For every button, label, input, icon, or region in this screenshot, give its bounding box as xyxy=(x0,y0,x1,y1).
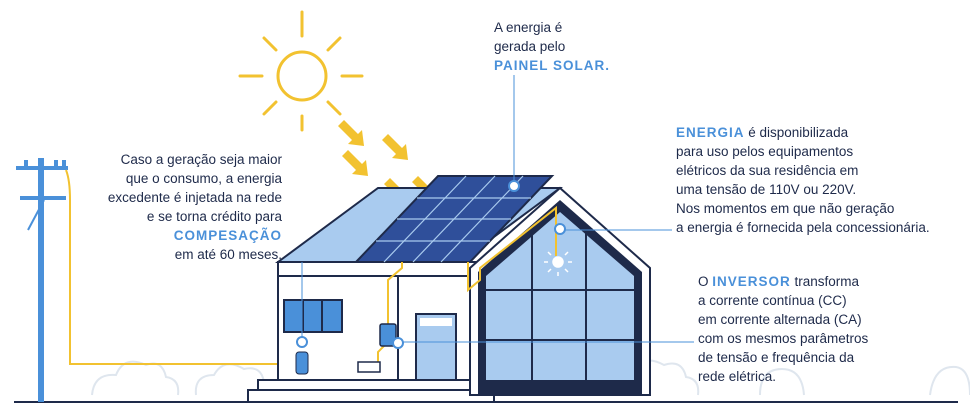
callout-line: e se torna crédito para xyxy=(146,209,282,224)
callout-line: elétricos da sua residência em xyxy=(676,163,859,178)
callout-inverter: O INVERSOR transforma a corrente contínu… xyxy=(698,272,868,386)
leader-lines xyxy=(301,75,694,346)
leader-dots xyxy=(296,180,566,349)
callout-line: a corrente contínua (CC) xyxy=(698,293,847,308)
callout-text: é disponibilizada xyxy=(744,125,849,140)
callout-line: a energia é fornecida pela concessionári… xyxy=(676,220,930,235)
callout-line: para uso pelos equipamentos xyxy=(676,144,854,159)
callout-credit: Caso a geração seja maior que o consumo,… xyxy=(80,150,282,264)
callout-line: O INVERSOR transforma xyxy=(698,272,868,291)
callout-line: gerada pelo xyxy=(494,39,566,54)
callout-line: que o consumo, a energia xyxy=(125,171,282,186)
callout-line: ENERGIA é disponibilizada xyxy=(676,123,930,142)
callout-line: excedente é injetada na rede xyxy=(107,190,282,205)
solar-panel-icon xyxy=(353,175,555,263)
meter-icon xyxy=(295,351,381,375)
callout-line: A energia é xyxy=(494,20,563,35)
grid-wire xyxy=(65,169,302,365)
inverter-icon xyxy=(379,323,397,347)
callout-line: rede elétrica. xyxy=(698,369,777,384)
callout-line: em até 60 meses. xyxy=(174,247,282,262)
callout-line: com os mesmos parâmetros xyxy=(698,331,869,346)
callout-highlight: PAINEL SOLAR. xyxy=(494,58,611,73)
callout-text: O xyxy=(698,274,713,289)
callout-line: uma tensão de 110V ou 220V. xyxy=(676,182,857,197)
callout-text: transforma xyxy=(790,274,860,289)
callout-highlight: INVERSOR xyxy=(712,274,791,289)
sun-icon xyxy=(238,10,364,132)
callout-energy: ENERGIA é disponibilizada para uso pelos… xyxy=(676,123,930,237)
callout-line: de tensão e frequência da xyxy=(698,350,855,365)
callout-line: Nos momentos em que não geração xyxy=(676,201,895,216)
callout-line: Caso a geração seja maior xyxy=(120,152,282,167)
utility-pole-icon xyxy=(16,158,68,402)
callout-highlight: ENERGIA xyxy=(676,125,745,140)
callout-highlight: COMPESAÇÃO xyxy=(173,228,282,243)
light-bulb-icon xyxy=(544,251,572,276)
callout-line: em corrente alternada (CA) xyxy=(698,312,862,327)
callout-solar-panel: A energia é gerada pelo PAINEL SOLAR. xyxy=(494,18,610,75)
